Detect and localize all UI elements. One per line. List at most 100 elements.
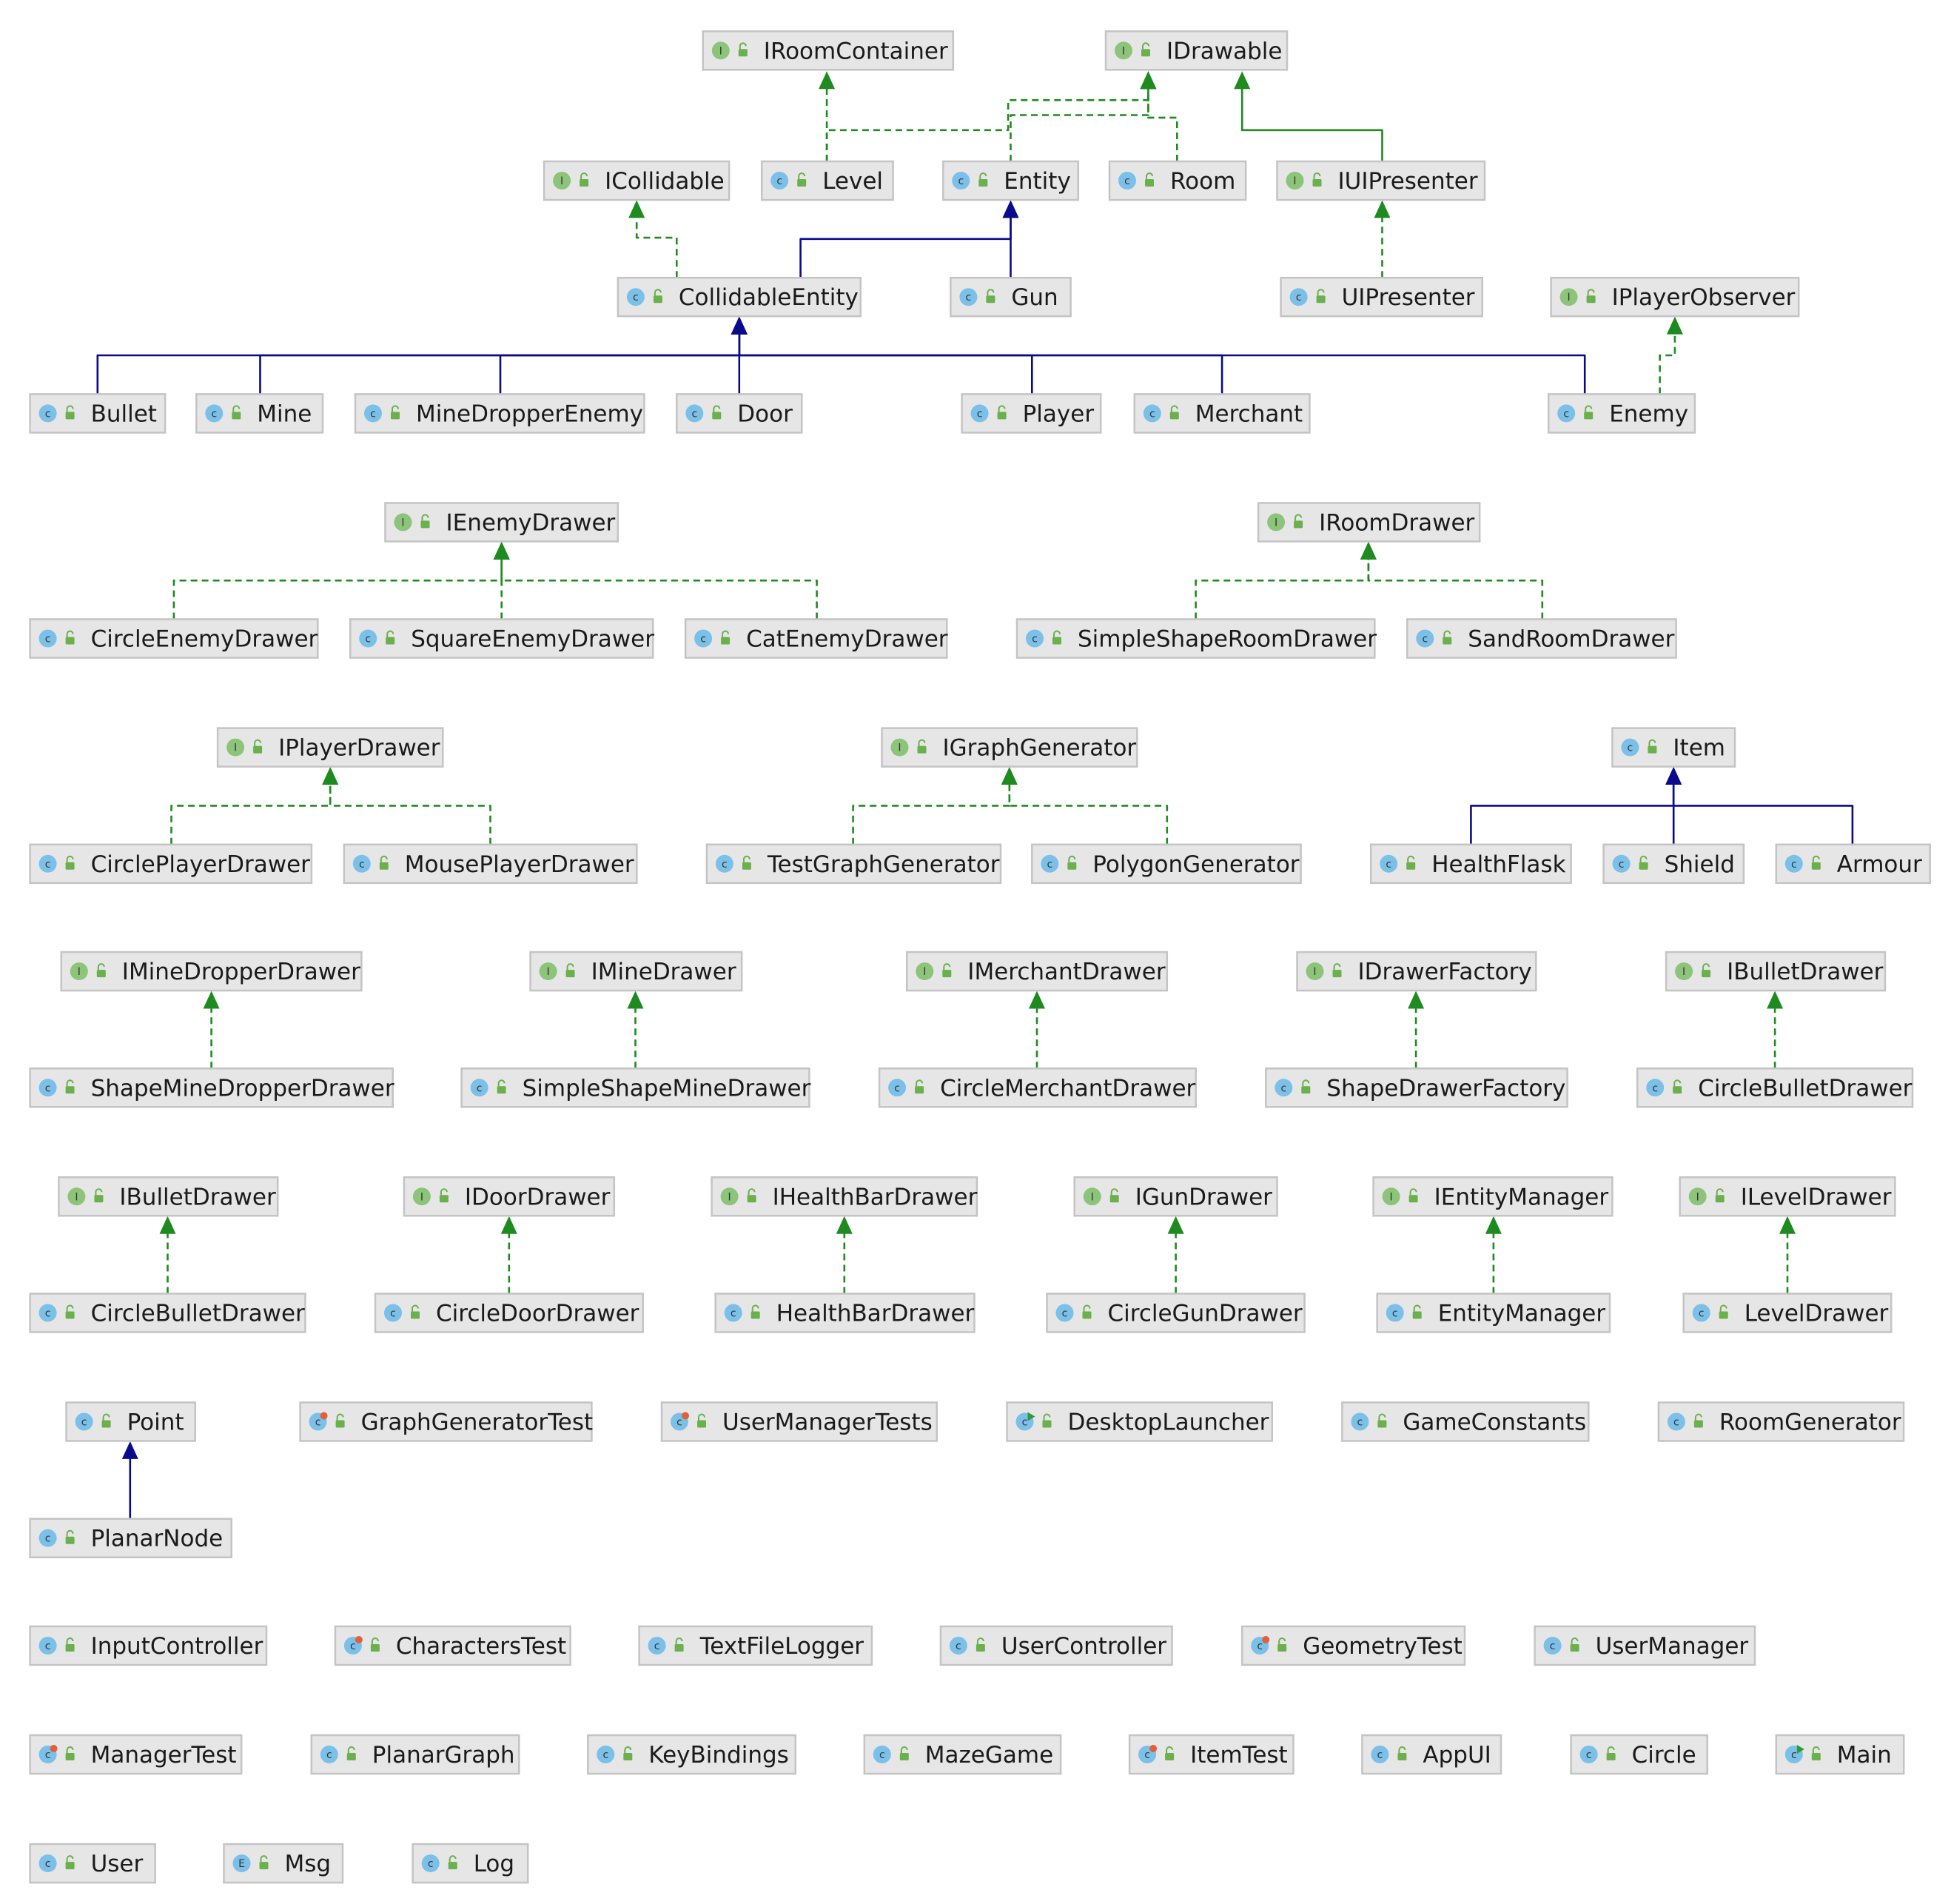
class-kind-icon: c: [1612, 854, 1631, 873]
node-label: UIPresenter: [1342, 284, 1475, 311]
node-shield[interactable]: c Shield: [1602, 843, 1745, 885]
test-marker-icon: [355, 1636, 363, 1643]
node-label: GraphGeneratorTest: [361, 1409, 594, 1436]
node-label: ICollidable: [605, 168, 725, 195]
visibility-lock-icon: [738, 42, 748, 57]
test-kind-icon: c: [343, 1636, 363, 1655]
arrowhead: [322, 767, 339, 785]
kind-letter: c: [45, 1082, 51, 1094]
node-label: IDrawerFactory: [1358, 959, 1532, 985]
kind-letter: c: [1652, 1082, 1658, 1094]
interface-kind-icon: I: [720, 1187, 739, 1206]
kind-letter: c: [45, 634, 51, 646]
node-label: Shield: [1665, 851, 1735, 878]
class-kind-icon: c: [421, 1854, 440, 1873]
edge-realization-circlebulletdrawera-to-ibulletdrawera: [1767, 990, 1784, 1069]
visibility-lock-icon: [1584, 405, 1594, 420]
edge-realization-enemy-to-iplayerobserver: [1659, 316, 1683, 395]
node-label: CircleMerchantDrawer: [940, 1075, 1195, 1102]
